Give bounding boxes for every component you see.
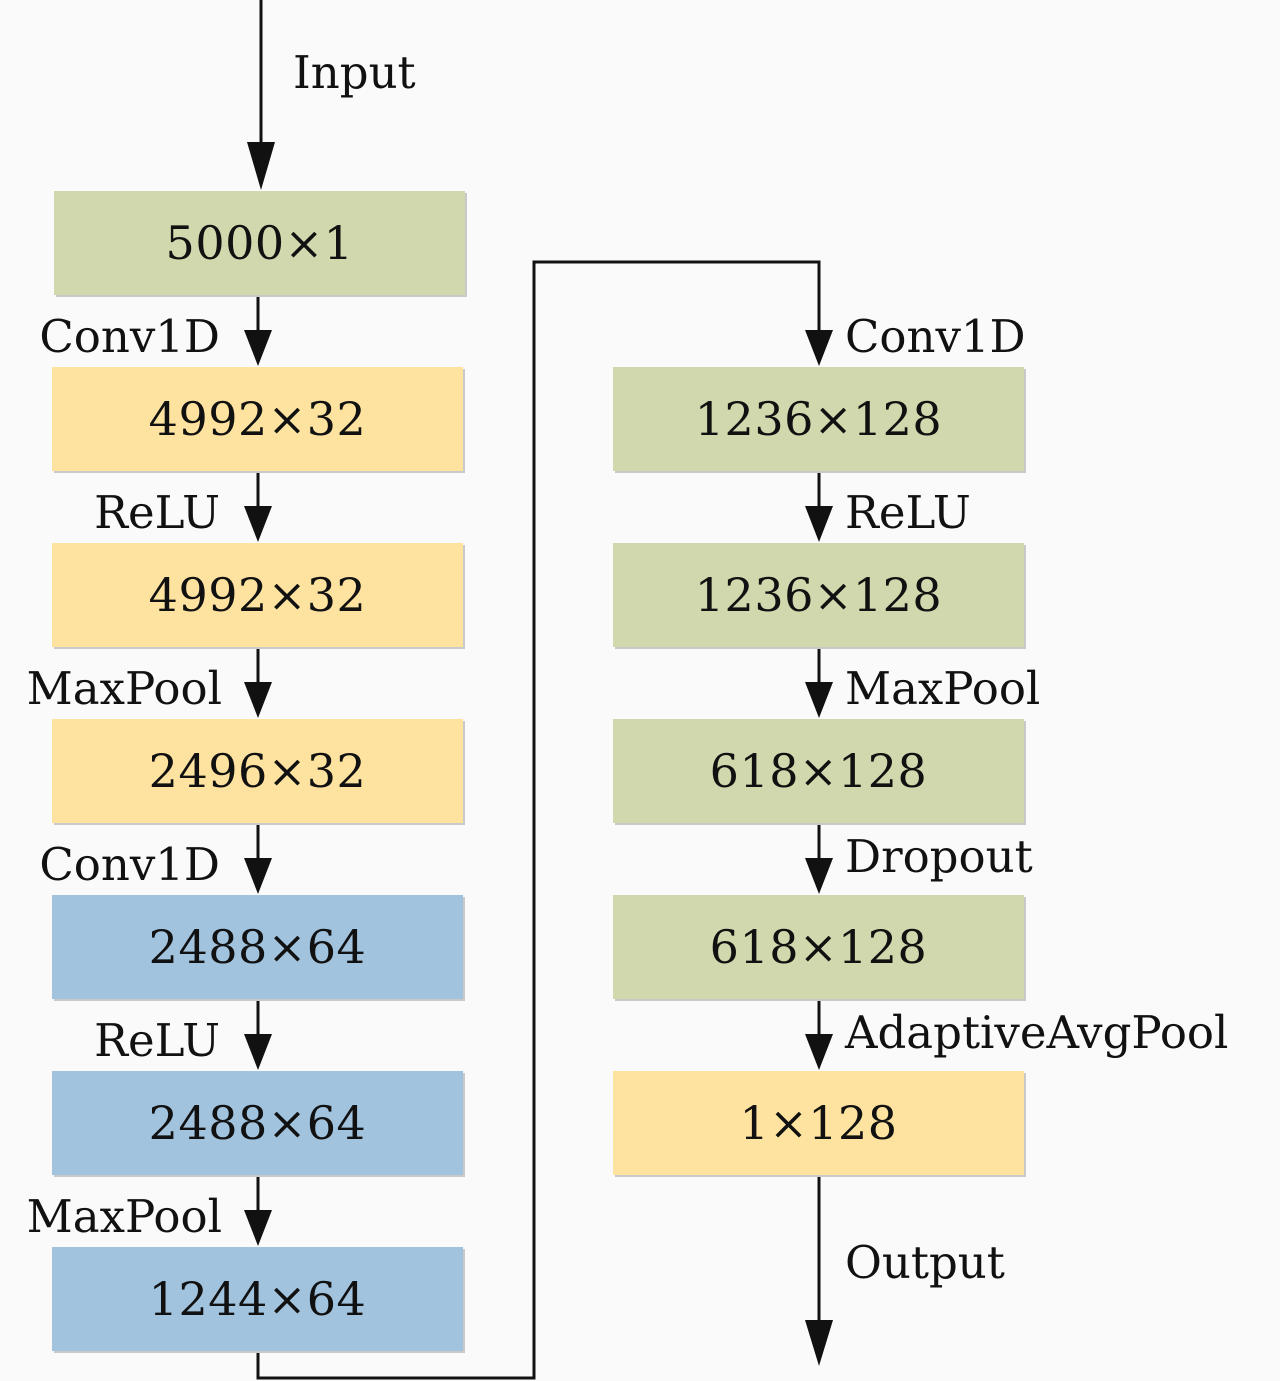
layer-box: 1244×64 (52, 1247, 463, 1351)
op-label: ReLU (94, 1014, 220, 1067)
layer-box: 4992×32 (52, 543, 463, 647)
column-connector (256, 260, 833, 1380)
output-label: Output (845, 1236, 1005, 1289)
op-label: ReLU (94, 486, 220, 539)
input-arrow (247, 0, 275, 190)
left-op-arrow (244, 472, 272, 542)
right-op-arrow (805, 472, 833, 542)
layer-box: 2488×64 (52, 1071, 463, 1175)
op-label: Conv1D (845, 310, 1026, 363)
op-label: Conv1D (39, 838, 220, 891)
op-label: Dropout (845, 830, 1033, 883)
right-op-arrow (805, 824, 833, 894)
left-op-arrow (244, 1176, 272, 1246)
layer-box: 1236×128 (613, 367, 1024, 471)
layer-box: 4992×32 (52, 367, 463, 471)
op-label: AdaptiveAvgPool (845, 1006, 1229, 1059)
layer-box: 1236×128 (613, 543, 1024, 647)
layer-box: 618×128 (613, 895, 1024, 999)
op-label: ReLU (845, 486, 971, 539)
left-op-arrow (244, 296, 272, 366)
op-label: MaxPool (26, 662, 222, 715)
right-op-arrow (805, 1000, 833, 1070)
layer-box: 1×128 (613, 1071, 1024, 1175)
left-op-arrow (244, 824, 272, 894)
output-arrow (805, 1176, 833, 1366)
op-label: MaxPool (845, 662, 1041, 715)
right-op-arrow (805, 648, 833, 718)
layer-box: 618×128 (613, 719, 1024, 823)
layer-box: 2488×64 (52, 895, 463, 999)
input-label: Input (293, 46, 416, 99)
layer-box: 5000×1 (54, 191, 465, 295)
left-op-arrow (244, 1000, 272, 1070)
left-op-arrow (244, 648, 272, 718)
op-label: MaxPool (26, 1190, 222, 1243)
layer-box: 2496×32 (52, 719, 463, 823)
op-label: Conv1D (39, 310, 220, 363)
